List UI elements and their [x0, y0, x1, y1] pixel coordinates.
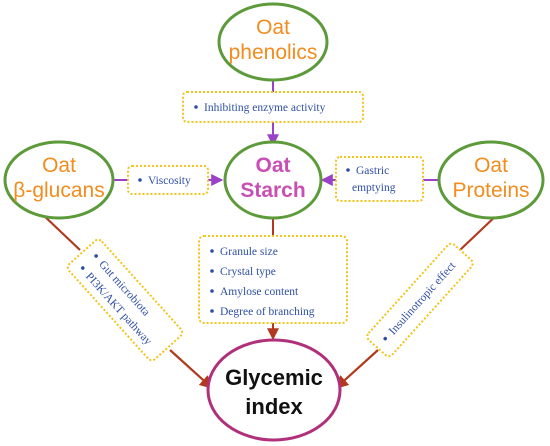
starch-line1: Oat [255, 154, 290, 177]
label-starch-3: Degree of branching [220, 306, 315, 318]
bullet [383, 336, 388, 341]
bullet [210, 249, 214, 253]
label-proteins-1: emptying [352, 182, 396, 194]
bullet [138, 178, 142, 182]
glycemic-line2: index [245, 394, 303, 419]
label-box-glucans: Viscosity [127, 165, 209, 195]
node-oat-starch: Oat Starch [223, 140, 323, 220]
node-oat-glucans: Oat β-glucans [3, 140, 115, 220]
phenolics-line2: phenolics [229, 41, 318, 64]
bullet [94, 254, 98, 258]
label-box-phenolics: Inhibiting enzyme activity [182, 91, 364, 123]
glucans-line2: β-glucans [13, 179, 104, 202]
label-box-proteins: Gastric emptying [335, 156, 424, 202]
phenolics-line1: Oat [256, 16, 290, 39]
bullet [80, 266, 85, 270]
label-proteins-0: Gastric [356, 165, 389, 177]
proteins-line1: Oat [474, 154, 508, 177]
bullet [210, 309, 214, 313]
starch-line2: Starch [240, 179, 305, 202]
label-starch-2: Amylose content [220, 286, 299, 298]
proteins-line2: Proteins [452, 179, 529, 202]
bullet [210, 269, 214, 273]
bullet [210, 289, 214, 293]
bullet [194, 105, 198, 109]
label-box-insulin: Insulinotropic effect [366, 242, 474, 358]
node-glycemic-index: Glycemic index [206, 338, 342, 442]
arrow-insulin-to-glycemic [335, 349, 379, 389]
node-oat-proteins: Oat Proteins [437, 140, 545, 220]
label-starch-0: Granule size [220, 246, 278, 258]
label-box-starch: Granule size Crystal type Amylose conten… [198, 235, 348, 324]
label-starch-1: Crystal type [220, 266, 276, 278]
node-oat-phenolics: Oat phenolics [217, 2, 329, 82]
arrow-gut-to-glycemic [169, 349, 213, 389]
glucans-line1: Oat [42, 154, 76, 177]
glycemic-line1: Glycemic [225, 365, 323, 390]
label-insulin-0: Insulinotropic effect [387, 259, 459, 337]
label-box-gut: Gut microbiota PI3K/AKT pathway [66, 238, 184, 362]
bullet [346, 168, 350, 172]
label-phenolics-0: Inhibiting enzyme activity [204, 102, 326, 114]
label-glucans-0: Viscosity [148, 175, 191, 187]
